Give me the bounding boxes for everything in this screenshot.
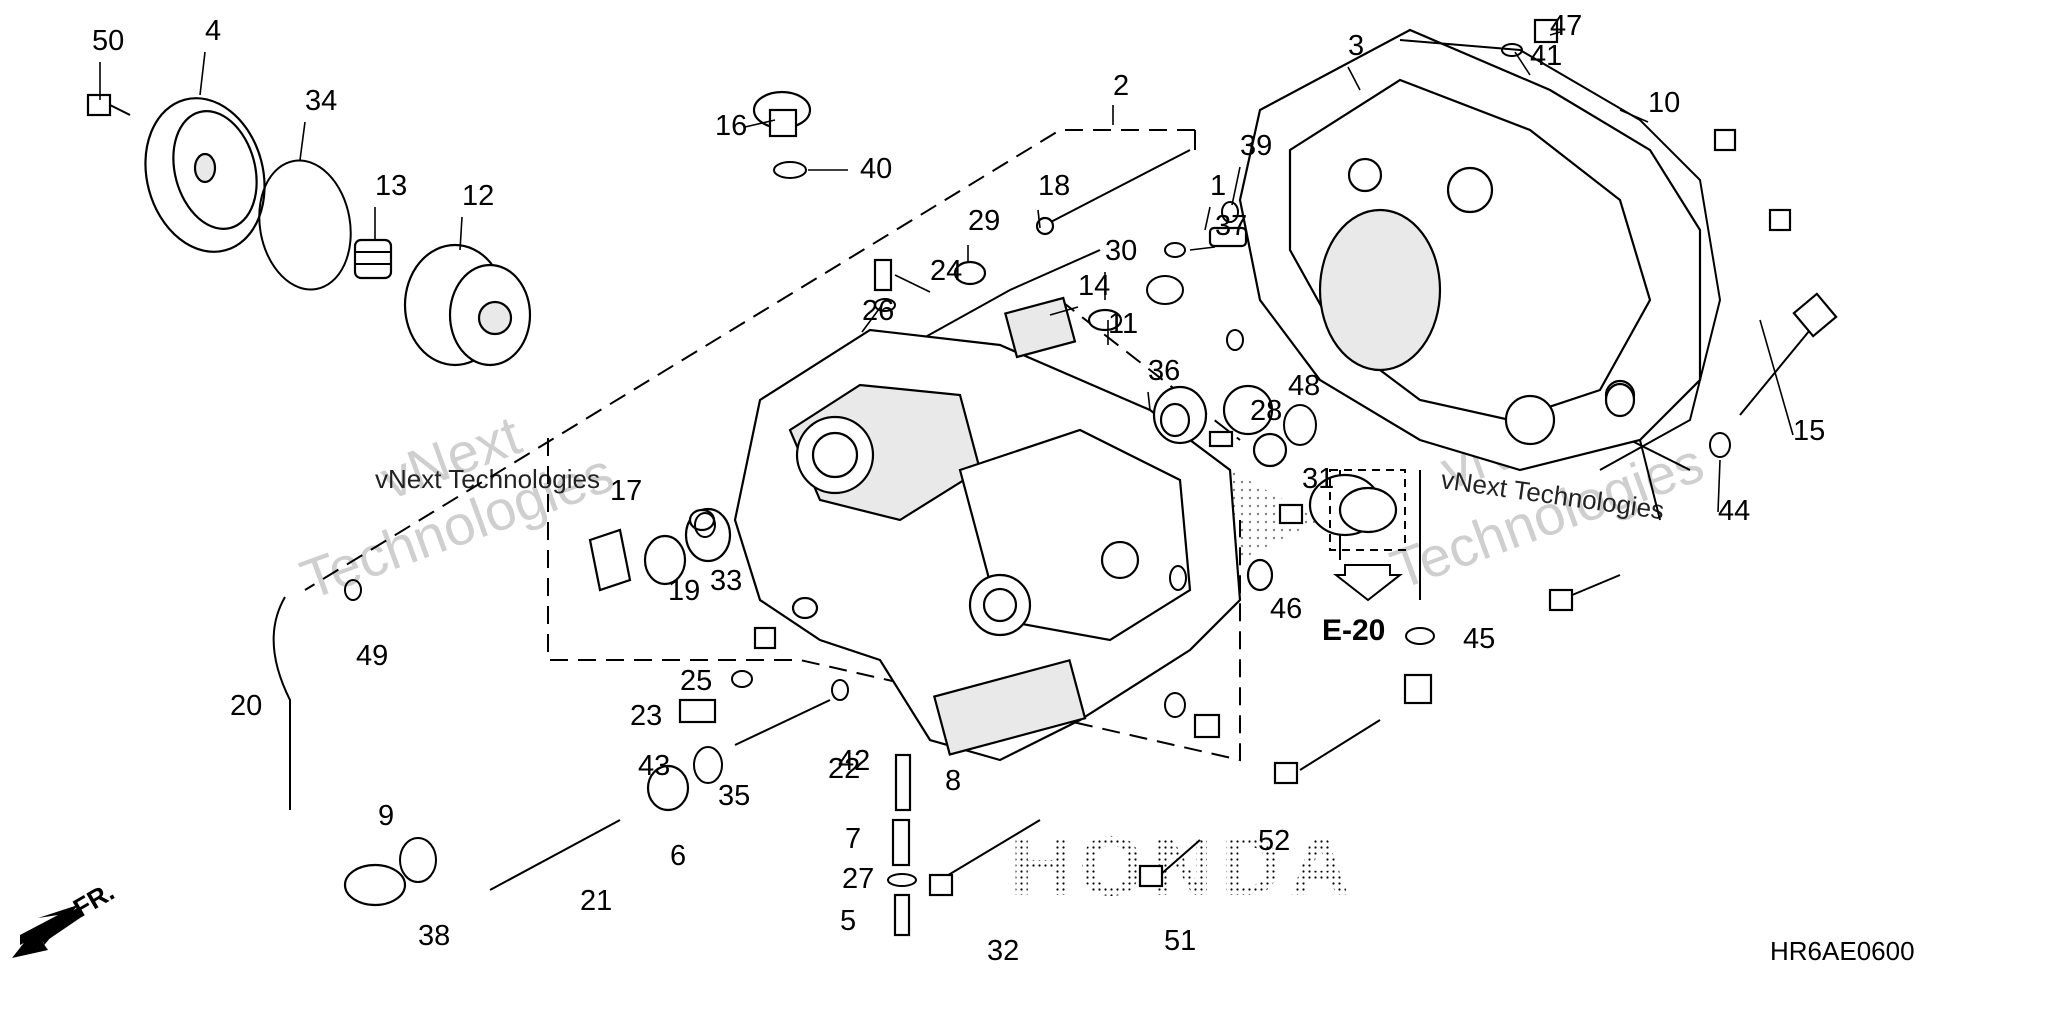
leader-line <box>1514 51 1531 76</box>
leader-line <box>199 51 206 96</box>
o-ring-34 <box>258 159 352 291</box>
leader-line <box>1231 166 1241 206</box>
callout-12: 12 <box>462 180 494 212</box>
callout-5: 5 <box>840 905 856 937</box>
callout-16: 16 <box>715 110 747 142</box>
leader-line <box>1189 246 1216 251</box>
leader-line <box>744 119 776 128</box>
callout-24: 24 <box>930 255 962 287</box>
callout-18: 18 <box>1038 170 1070 202</box>
callout-42: 42 <box>838 745 870 777</box>
leader-line <box>1619 109 1649 123</box>
callout-49: 49 <box>356 640 388 672</box>
callout-26: 26 <box>862 295 894 327</box>
callout-7: 7 <box>845 823 861 855</box>
oil-filter-12 <box>403 243 532 367</box>
callout-1: 1 <box>1210 170 1226 202</box>
callout-leader-lines <box>99 31 1794 513</box>
callout-51: 51 <box>1164 925 1196 957</box>
cover-gasket <box>1399 39 1722 471</box>
callout-23: 23 <box>630 700 662 732</box>
callout-37: 37 <box>1215 210 1247 242</box>
callout-29: 29 <box>968 205 1000 237</box>
callout-9: 9 <box>378 800 394 832</box>
callout-44: 44 <box>1718 495 1750 527</box>
shaft-18 <box>1035 149 1191 236</box>
diagram-code: HR6AE0600 <box>1770 936 1915 966</box>
callout-15: 15 <box>1793 415 1825 447</box>
callout-27: 27 <box>842 863 874 895</box>
callout-48: 48 <box>1288 370 1320 402</box>
leader-line <box>1049 306 1079 316</box>
honda-logo-wordmark: HONDA <box>1010 819 1358 913</box>
callout-34: 34 <box>305 85 337 117</box>
leader-line <box>1717 459 1721 513</box>
watermark-caption: vNext Technologies <box>375 464 600 494</box>
reference-e20-label: E-20 <box>1322 614 1385 647</box>
spring-13 <box>353 238 393 280</box>
callout-35: 35 <box>718 780 750 812</box>
oil-filter-cover <box>144 97 266 253</box>
callout-40: 40 <box>860 153 892 185</box>
leader-line <box>861 304 883 333</box>
callout-4: 4 <box>205 15 221 47</box>
callout-14: 14 <box>1078 270 1110 302</box>
callout-6: 6 <box>670 840 686 872</box>
leader-line <box>299 121 306 161</box>
callout-10: 10 <box>1648 87 1680 119</box>
callout-2: 2 <box>1113 70 1129 102</box>
front-direction-indicator: FR. <box>12 876 119 958</box>
callout-50: 50 <box>92 25 124 57</box>
callout-39: 39 <box>1240 130 1272 162</box>
leader-line <box>459 216 463 251</box>
bolt-50 <box>86 93 131 117</box>
leader-line <box>1204 206 1211 231</box>
callout-20: 20 <box>230 690 262 722</box>
callout-21: 21 <box>580 885 612 917</box>
callout-52: 52 <box>1258 825 1290 857</box>
reference-e20: E-20 <box>1322 469 1406 647</box>
oil-filler-cap-16 <box>752 90 812 179</box>
leader-line <box>1147 391 1151 411</box>
leader-line <box>1347 66 1361 91</box>
callout-13: 13 <box>375 170 407 202</box>
callout-46: 46 <box>1270 593 1302 625</box>
watermark-left: vNext Technologies vNext Technologies <box>293 403 622 611</box>
callout-43: 43 <box>638 750 670 782</box>
callout-36: 36 <box>1148 355 1180 387</box>
callout-41: 41 <box>1530 40 1562 72</box>
callout-30: 30 <box>1105 235 1137 267</box>
callout-11: 11 <box>1108 308 1138 340</box>
callout-32: 32 <box>987 935 1019 967</box>
left-crankcase-half <box>733 328 1242 762</box>
callout-3: 3 <box>1348 30 1364 62</box>
callout-33: 33 <box>710 565 742 597</box>
callout-38: 38 <box>418 920 450 952</box>
leader-line <box>894 274 931 293</box>
leader-line <box>1549 31 1561 36</box>
callout-17: 17 <box>610 475 642 507</box>
leader-line <box>1037 209 1041 229</box>
right-crankcase-cover <box>1238 28 1702 472</box>
leader-line <box>1759 319 1794 436</box>
callout-8: 8 <box>945 765 961 797</box>
callout-31: 31 <box>1302 463 1334 495</box>
callout-47: 47 <box>1550 10 1582 42</box>
callout-45: 45 <box>1463 623 1495 655</box>
callout-28: 28 <box>1250 395 1282 427</box>
callout-25: 25 <box>680 665 712 697</box>
callout-19: 19 <box>668 575 700 607</box>
callout-22: 22 <box>828 753 860 785</box>
